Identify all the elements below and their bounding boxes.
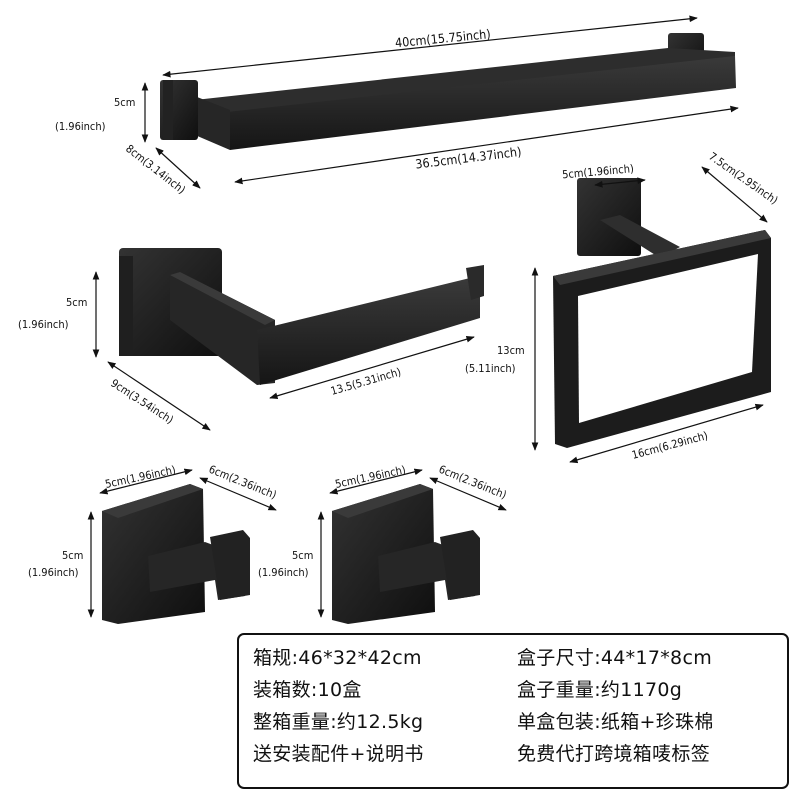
towel-ring [553, 178, 771, 448]
robe-hook-2 [332, 484, 480, 624]
boxes-per-carton: 装箱数:10盒 [253, 679, 362, 701]
towel-ring-height-cm: 13cm [497, 344, 525, 357]
towel-bar-base-height-cm: 5cm [114, 96, 135, 109]
box-size: 盒子尺寸:44*17*8cm [517, 647, 712, 669]
box-weight: 盒子重量:约1170g [517, 679, 683, 701]
single-box-packaging: 单盒包装:纸箱+珍珠棉 [517, 711, 714, 733]
toilet-paper-holder [119, 248, 484, 385]
carton-size: 箱规:46*32*42cm [253, 647, 422, 669]
included-accessories: 送安装配件+说明书 [253, 743, 424, 765]
towel-bar-base-height-in: (1.96inch) [55, 120, 106, 133]
hook1-base-width: 5cm(1.96inch) [104, 463, 177, 491]
free-label-service: 免费代打跨境箱唛标签 [517, 743, 711, 765]
towel-ring-height-in: (5.11inch) [465, 362, 516, 375]
robe-hook-1 [102, 484, 250, 624]
tp-holder-arm-length: 13.5(5.31inch) [329, 365, 402, 398]
towel-bar-overall-length: 40cm(15.75inch) [394, 26, 491, 50]
hook2-height-in: (1.96inch) [258, 566, 309, 579]
packing-info-grid: 箱规:46*32*42cm 盒子尺寸:44*17*8cm 装箱数:10盒 盒子重… [253, 645, 777, 768]
towel-ring-width: 16cm(6.29inch) [630, 429, 709, 462]
packing-info-box: 箱规:46*32*42cm 盒子尺寸:44*17*8cm 装箱数:10盒 盒子重… [237, 633, 789, 789]
hook1-height-in: (1.96inch) [28, 566, 79, 579]
towel-bar-depth: 8cm(3.14inch) [123, 142, 188, 197]
hook2-base-width: 5cm(1.96inch) [334, 463, 407, 491]
towel-ring-base-width: 5cm(1.96inch) [562, 162, 635, 181]
hook2-height-cm: 5cm [292, 549, 313, 562]
tp-holder-base-height-in: (1.96inch) [18, 318, 69, 331]
carton-weight: 整箱重量:约12.5kg [253, 711, 424, 733]
tp-holder-base-height-cm: 5cm [66, 296, 87, 309]
hook1-height-cm: 5cm [62, 549, 83, 562]
towel-bar [160, 33, 736, 150]
towel-ring-depth: 7.5cm(2.95inch) [706, 150, 780, 207]
